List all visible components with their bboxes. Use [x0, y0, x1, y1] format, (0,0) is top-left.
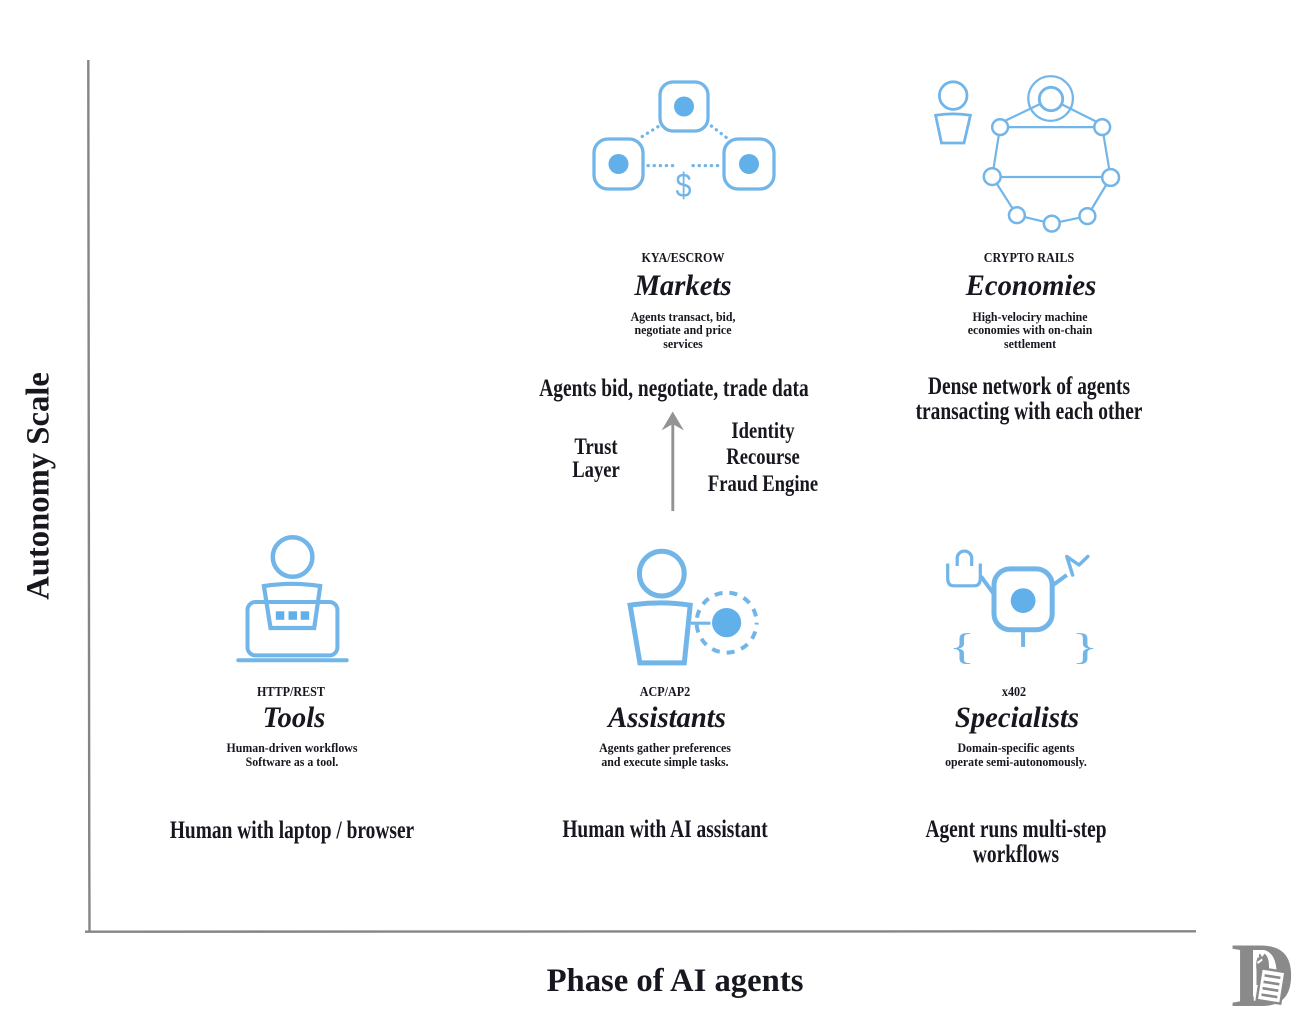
svg-text:$: $	[676, 167, 692, 205]
